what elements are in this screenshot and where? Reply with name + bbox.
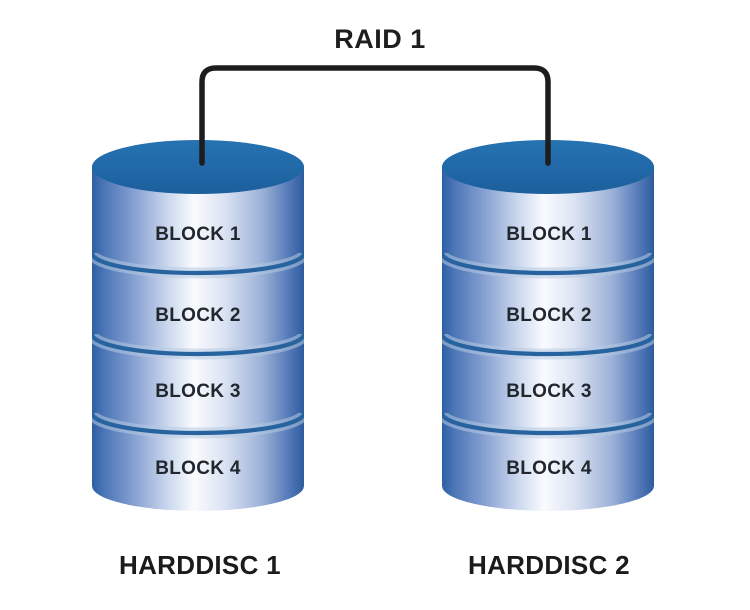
harddisc-2-label: HARDDISC 2: [468, 550, 630, 580]
block-separator: [92, 333, 304, 357]
block-separator: [442, 252, 654, 276]
block-label: BLOCK 3: [506, 381, 592, 402]
disk-body: [442, 140, 654, 511]
block-separator: [92, 412, 304, 436]
disk-top-cap: [92, 140, 304, 194]
block-label: BLOCK 1: [155, 224, 241, 245]
block-label: BLOCK 4: [155, 458, 241, 479]
block-label: BLOCK 4: [506, 458, 592, 479]
block-label: BLOCK 2: [155, 305, 241, 326]
block-separator: [442, 333, 654, 357]
block-separator: [92, 252, 304, 276]
harddisc-1-cylinder: BLOCK 1 BLOCK 2 BLOCK 3 BLOCK 4: [92, 140, 304, 511]
harddisc-1-label: HARDDISC 1: [119, 550, 281, 580]
disk-body: [92, 140, 304, 511]
block-separator: [442, 412, 654, 436]
disk-top-cap: [442, 140, 654, 194]
block-label: BLOCK 2: [506, 305, 592, 326]
diagram-title: RAID 1: [334, 24, 426, 54]
block-label: BLOCK 1: [506, 224, 592, 245]
block-label: BLOCK 3: [155, 381, 241, 402]
raid-connector-line: [199, 65, 551, 166]
harddisc-2-cylinder: BLOCK 1 BLOCK 2 BLOCK 3 BLOCK 4: [442, 140, 654, 511]
